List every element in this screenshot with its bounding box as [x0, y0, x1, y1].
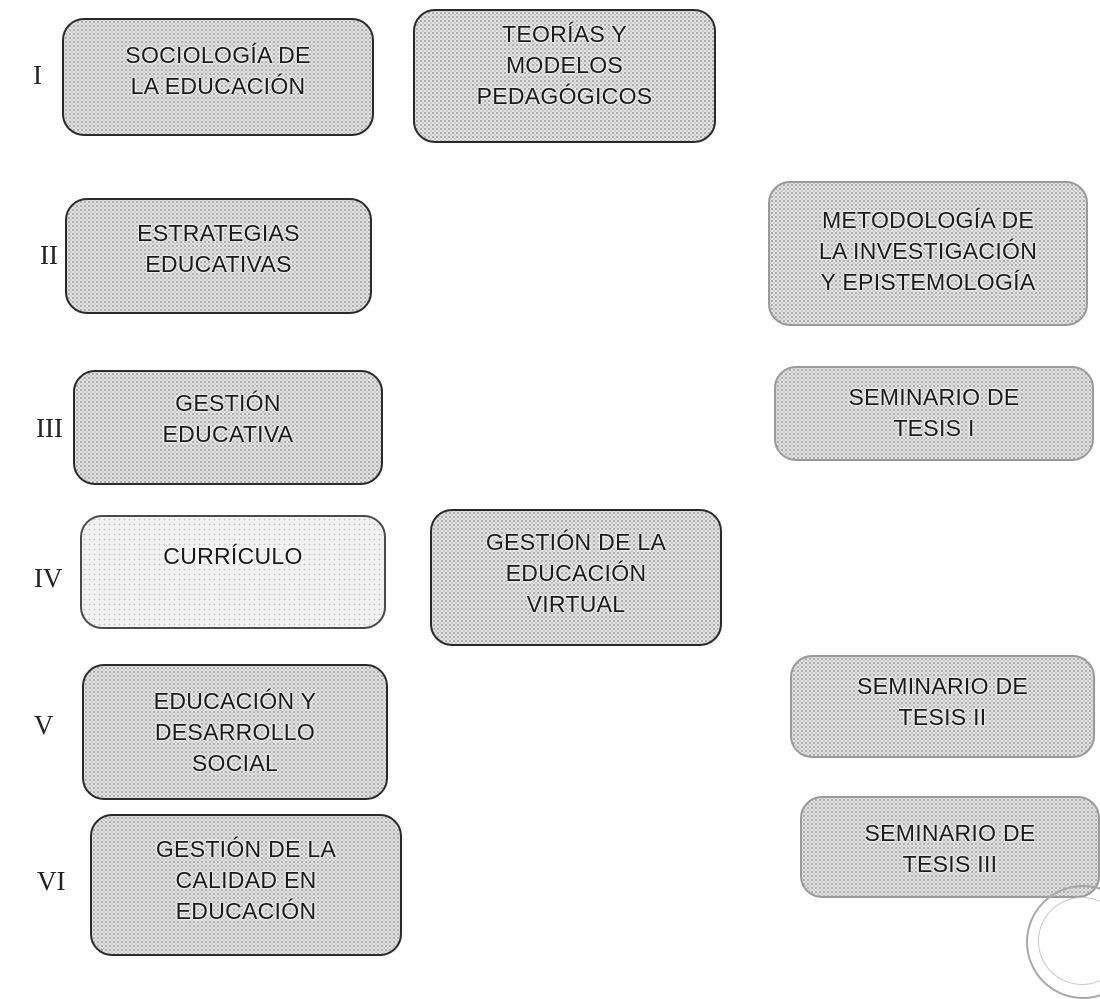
course-label: GESTIÓN DE LA CALIDAD EN EDUCACIÓN	[155, 836, 337, 924]
semester-label-3: III	[36, 413, 63, 443]
course-label: CURRÍCULO	[163, 543, 303, 569]
semester-label-2: II	[40, 240, 58, 270]
course-label: TEORÍAS Y MODELOS PEDAGÓGICOS	[476, 21, 653, 109]
course-box-gestion-virtual: GESTIÓN DE LA EDUCACIÓN VIRTUAL	[430, 509, 722, 646]
semester-label-6: VI	[37, 866, 66, 896]
course-box-metodologia: METODOLOGÍA DE LA INVESTIGACIÓN Y EPISTE…	[768, 181, 1088, 326]
semester-label-4: IV	[34, 563, 63, 593]
course-box-seminario-1: SEMINARIO DE TESIS I	[774, 366, 1094, 461]
course-label: GESTIÓN EDUCATIVA	[162, 390, 294, 447]
course-box-sociologia: SOCIOLOGÍA DE LA EDUCACIÓN	[62, 18, 374, 136]
course-label: SEMINARIO DE TESIS I	[848, 384, 1020, 441]
course-box-seminario-3: SEMINARIO DE TESIS III	[800, 796, 1100, 898]
semester-label-1: I	[33, 60, 42, 90]
stamp-seal-inner-ring	[1038, 897, 1100, 985]
course-box-curriculo: CURRÍCULO	[80, 515, 386, 629]
course-box-gestion-calidad: GESTIÓN DE LA CALIDAD EN EDUCACIÓN	[90, 814, 402, 956]
course-label: SOCIOLOGÍA DE LA EDUCACIÓN	[125, 42, 311, 99]
course-label: GESTIÓN DE LA EDUCACIÓN VIRTUAL	[485, 529, 667, 617]
course-label: METODOLOGÍA DE LA INVESTIGACIÓN Y EPISTE…	[818, 207, 1038, 295]
course-box-educacion-desarrollo: EDUCACIÓN Y DESARROLLO SOCIAL	[82, 664, 388, 800]
course-label: SEMINARIO DE TESIS II	[856, 673, 1028, 730]
stamp-seal	[1026, 885, 1100, 999]
course-box-gestion-educativa: GESTIÓN EDUCATIVA	[73, 370, 383, 485]
course-box-teorias: TEORÍAS Y MODELOS PEDAGÓGICOS	[413, 9, 716, 143]
course-label: ESTRATEGIAS EDUCATIVAS	[137, 220, 300, 277]
course-label: SEMINARIO DE TESIS III	[864, 820, 1036, 877]
course-label: EDUCACIÓN Y DESARROLLO SOCIAL	[153, 688, 317, 776]
semester-label-5: V	[34, 710, 54, 740]
course-box-estrategias: ESTRATEGIAS EDUCATIVAS	[65, 198, 372, 314]
course-box-seminario-2: SEMINARIO DE TESIS II	[790, 655, 1095, 758]
